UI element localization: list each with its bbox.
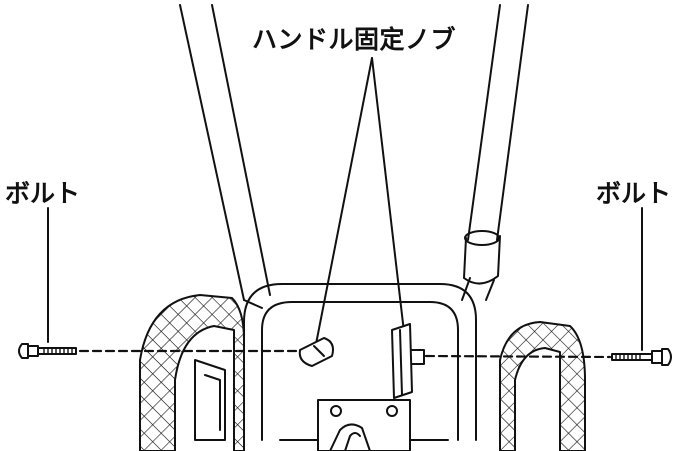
bolt-label-right: ボルト	[596, 179, 672, 208]
bolt-right	[611, 348, 672, 366]
wheel-left	[139, 294, 245, 451]
knob-leader-lines	[315, 57, 405, 345]
frame-plate	[279, 399, 449, 451]
wheel-right	[499, 321, 586, 451]
handle-bar-left	[179, 4, 271, 301]
bolt-leader-lines	[47, 207, 643, 351]
handle-knob-label: ハンドル固定ノブ	[252, 25, 457, 54]
bolt-label-left: ボルト	[5, 179, 81, 208]
handle-bracket	[243, 283, 477, 441]
handle-fixing-knob-right	[391, 323, 425, 399]
bolt-left	[18, 343, 77, 359]
alignment-lines	[78, 349, 612, 359]
handle-fixing-knob-left	[298, 337, 334, 367]
handle-bar-right	[461, 4, 529, 301]
